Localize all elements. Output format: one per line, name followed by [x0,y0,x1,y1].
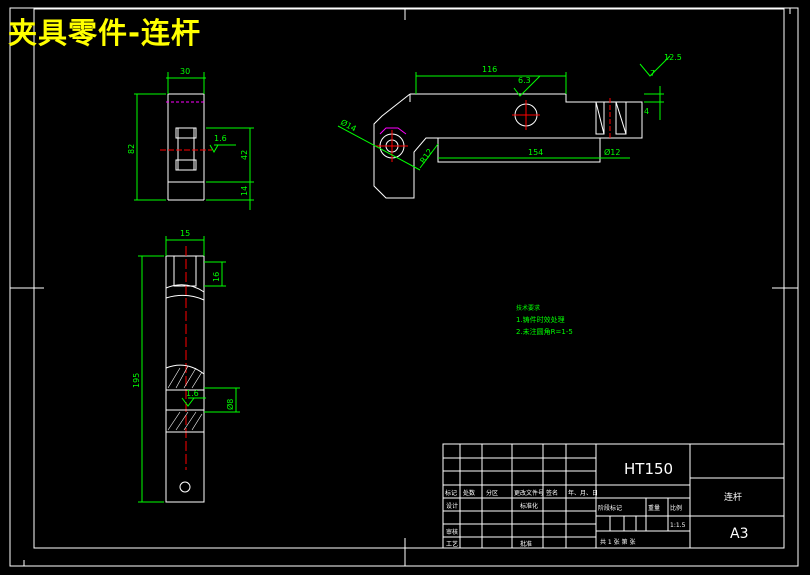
dim-side-16: 16 [212,272,221,282]
row-review: 审核 [446,528,458,536]
title-block-text: HT150 连杆 A3 1:1.5 标记 处数 分区 更改文件号 签名 年、月、… [445,460,748,548]
technical-notes: 技术要求 1.铸件时效处理 2.未注圆角R=1-5 [516,304,573,336]
roughness-top-view: 1.6 [214,134,227,143]
dim-30: 30 [180,67,190,76]
weight-label: 重量 [648,504,660,512]
page-title: 夹具零件-连杆 [8,16,202,50]
header-zone: 分区 [486,489,498,497]
roughness-top: 12.5 [664,53,682,62]
dim-82: 82 [127,144,136,154]
header-date: 年、月、日 [568,489,598,497]
dim-116: 116 [482,65,497,74]
sheets-label: 共 1 张 第 张 [600,538,635,546]
side-view: 15 16 195 1.6 Ø8 [132,229,240,503]
material-text: HT150 [624,460,673,478]
dim-15: 15 [180,229,190,238]
sheet-size-text: A3 [730,526,748,542]
dim-r12: R12 [418,147,434,165]
notes-line-1: 1.铸件时效处理 [516,315,565,324]
front-view: 116 6.3 12.5 7 4 Ø14 R12 154 Ø12 [337,53,682,199]
dim-42: 42 [240,150,249,160]
notes-heading: 技术要求 [516,304,540,312]
roughness-side: 1.6 [186,389,199,398]
dim-195: 195 [132,373,141,388]
title-block [442,443,785,549]
part-name-text: 连杆 [724,491,742,503]
scale-text: 1:1.5 [670,522,686,529]
ratio-label: 比例 [670,504,682,512]
header-mark: 标记 [445,489,457,497]
roughness-hole: 6.3 [518,76,531,85]
row-standard: 标准化 [520,502,538,510]
dim-14: 14 [240,186,249,196]
header-sign: 签名 [546,489,558,497]
dim-7: 7 [650,69,655,78]
header-count: 处数 [463,489,475,497]
dim-slot: Ø12 [604,147,620,157]
stage-mark: 阶段标记 [598,504,622,512]
top-view: 30 82 42 14 1.6 [127,67,254,210]
drawing-border [33,8,785,549]
header-change: 更改文件号 [514,489,544,497]
dim-lower-hole: Ø8 [225,399,235,410]
dim-4: 4 [644,107,649,116]
dim-154: 154 [528,148,543,157]
row-approve: 批准 [520,540,532,548]
notes-line-2: 2.未注圆角R=1-5 [516,327,573,336]
row-design: 设计 [446,502,458,510]
dim-hole-dia: Ø14 [339,117,358,134]
row-process: 工艺 [446,540,458,548]
